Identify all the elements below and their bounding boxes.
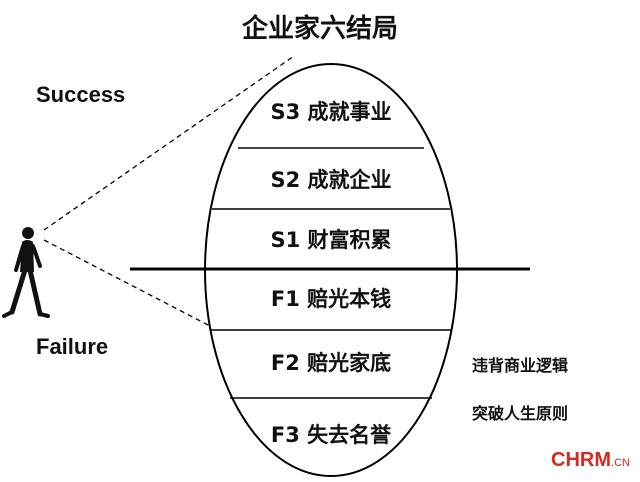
level-s1-name: 财富积累 [308, 228, 392, 252]
level-f1-name: 赔光本钱 [307, 287, 391, 311]
failure-label: Failure [36, 334, 109, 359]
watermark-brand: CHRM [551, 449, 612, 471]
level-f2-code: F2 [271, 351, 300, 375]
level-s3-code: S3 [270, 100, 300, 124]
diagram-title: 企业家六结局 [241, 14, 398, 44]
level-f1: F1 赔光本钱 [271, 287, 391, 311]
watermark-logo: CHRM.CN [551, 449, 630, 472]
level-s2-name: 成就企业 [308, 168, 392, 192]
level-s1: S1 财富积累 [270, 228, 391, 252]
watermark-suffix: .CN [611, 457, 630, 469]
walking-person-icon [2, 227, 50, 318]
level-s2: S2 成就企业 [270, 168, 391, 192]
level-s3-name: 成就事业 [308, 100, 392, 124]
note-violate-business-logic: 违背商业逻辑 [472, 356, 569, 375]
projection-line-top [43, 55, 295, 231]
level-f2-name: 赔光家底 [307, 351, 391, 375]
projection-line-bottom [43, 239, 211, 327]
level-f1-code: F1 [271, 287, 300, 311]
level-f3-code: F3 [271, 423, 300, 447]
level-s1-code: S1 [270, 228, 300, 252]
success-label: Success [36, 82, 126, 107]
level-f2: F2 赔光家底 [271, 351, 391, 375]
level-f3-name: 失去名誉 [307, 423, 392, 447]
level-s3: S3 成就事业 [270, 100, 391, 124]
level-s2-code: S2 [270, 168, 300, 192]
level-f3: F3 失去名誉 [271, 423, 392, 447]
note-break-life-principles: 突破人生原则 [472, 404, 569, 423]
